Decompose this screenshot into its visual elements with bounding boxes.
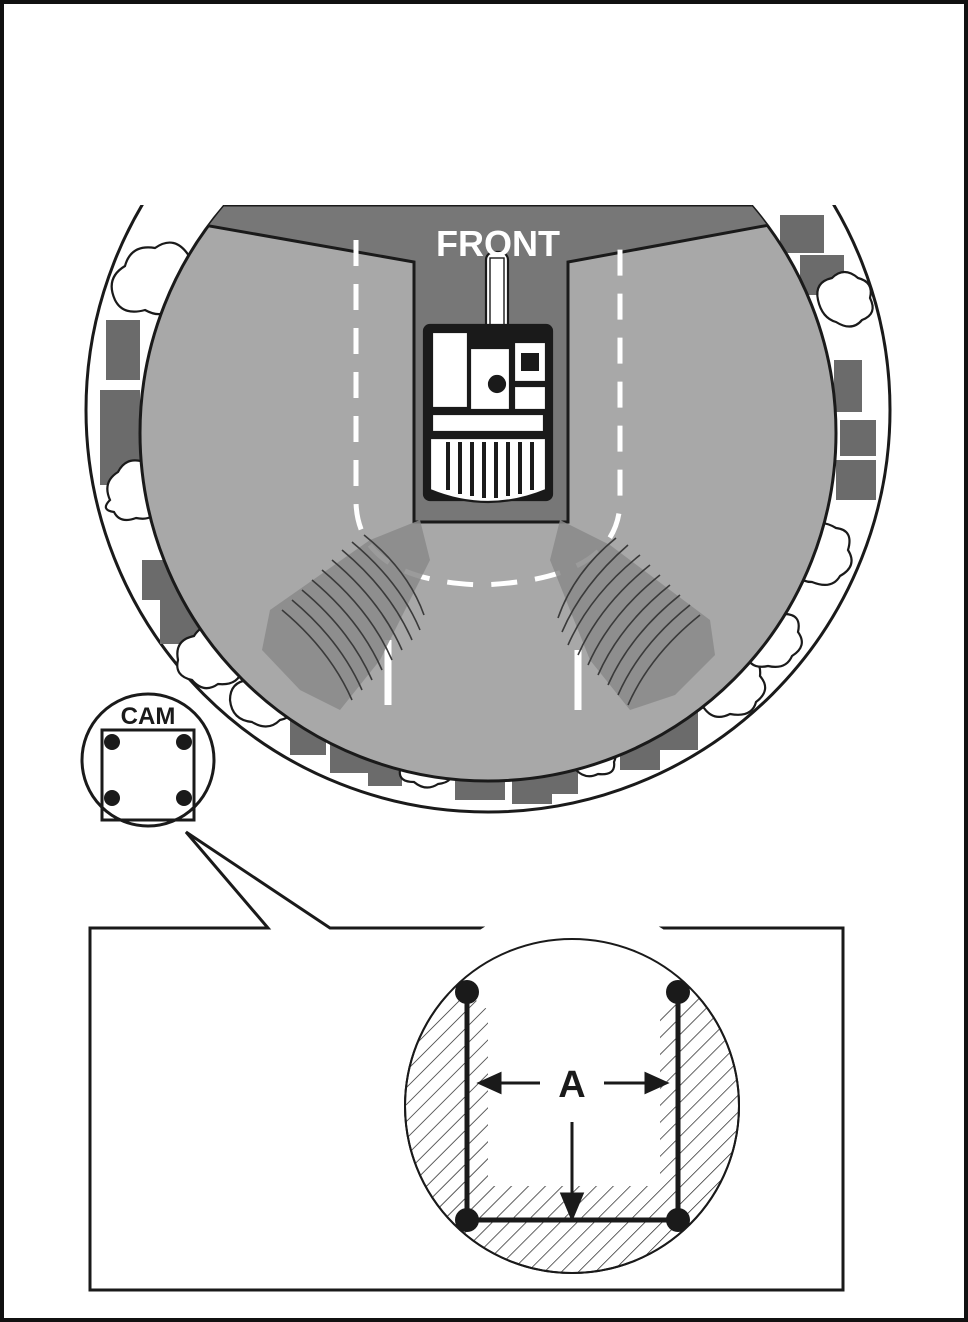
building — [106, 320, 140, 380]
detail-clear-area — [466, 940, 678, 1186]
detail-bolt — [666, 980, 690, 1004]
front-label: FRONT — [436, 223, 560, 264]
mount-bolt — [176, 790, 192, 806]
mount-bolt — [104, 734, 120, 750]
detail-bolt — [455, 980, 479, 1004]
camera-bracket — [100, 728, 196, 822]
cam-label: CAM — [121, 703, 176, 730]
camera-housing-icon: CAM — [80, 692, 216, 828]
camera-detail: A — [404, 902, 740, 1274]
track-shadow-left — [262, 520, 430, 710]
tree — [816, 270, 874, 328]
mount-bolt — [104, 790, 120, 806]
building — [836, 460, 876, 500]
mount-bolt — [176, 734, 192, 750]
lane-dash-line — [353, 240, 623, 588]
detail-bolt — [455, 1208, 479, 1232]
track-shadow-right — [550, 520, 715, 710]
dimension-label: A — [558, 1064, 585, 1106]
lane-dashes — [353, 240, 623, 588]
dimension-arrows — [476, 1071, 670, 1222]
excavator-top-view-icon — [422, 250, 554, 504]
monitor-view: FRONT — [84, 205, 892, 814]
detail-bolt — [666, 1208, 690, 1232]
building — [840, 420, 876, 456]
building — [834, 360, 862, 412]
building — [780, 215, 824, 253]
